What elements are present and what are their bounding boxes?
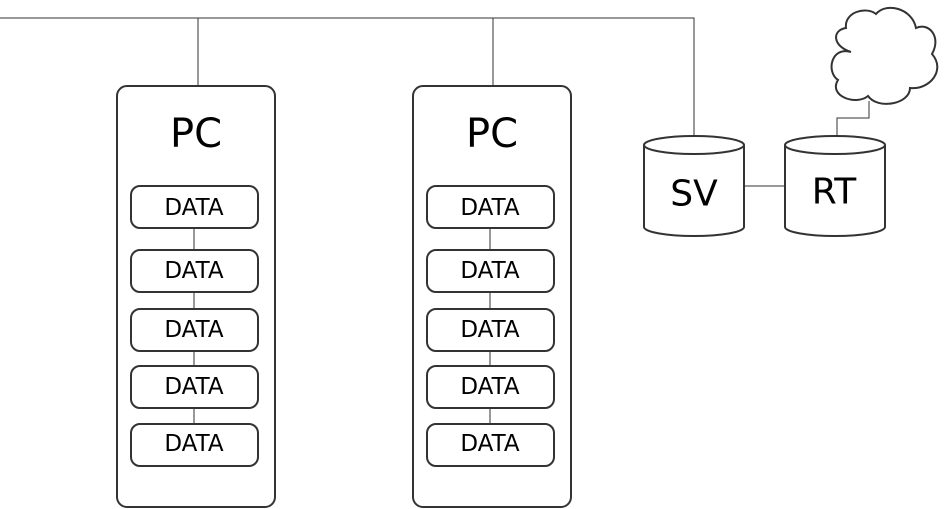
data-label: DATA: [164, 195, 224, 221]
pc-label: PC: [466, 111, 518, 157]
data-block-frame: [130, 249, 259, 293]
connection-lines: [0, 17, 870, 187]
data-block[interactable]: DATA: [426, 365, 555, 409]
server-node[interactable]: SV: [643, 135, 745, 237]
data-label: DATA: [460, 258, 520, 284]
data-label: DATA: [460, 317, 520, 343]
server-label: SV: [670, 174, 718, 215]
backbone-line: [0, 17, 695, 136]
data-block-frame: [426, 423, 555, 467]
data-block-frame: [426, 249, 555, 293]
pc-node-2[interactable]: PC DATA DATA DATA DATA DATA: [412, 85, 572, 508]
data-label: DATA: [164, 317, 224, 343]
data-label: DATA: [164, 374, 224, 400]
router-label: RT: [812, 172, 857, 213]
data-block[interactable]: DATA: [426, 423, 555, 467]
data-block-frame: [130, 185, 259, 229]
server-cylinder-rim: [643, 144, 745, 155]
data-block[interactable]: DATA: [130, 249, 259, 293]
data-block[interactable]: DATA: [130, 185, 259, 229]
router-node[interactable]: RT: [784, 135, 886, 237]
pc-node-1[interactable]: PC DATA DATA DATA DATA DATA: [116, 85, 276, 508]
data-label: DATA: [460, 374, 520, 400]
server-cylinder-body: [643, 135, 745, 237]
data-block[interactable]: DATA: [426, 249, 555, 293]
data-label: DATA: [460, 195, 520, 221]
data-block[interactable]: DATA: [130, 423, 259, 467]
data-label: DATA: [460, 431, 520, 457]
router-cylinder-body: [784, 135, 886, 237]
data-block-frame: [426, 365, 555, 409]
pc-label: PC: [170, 111, 222, 157]
data-block-frame: [130, 308, 259, 352]
data-block[interactable]: DATA: [426, 308, 555, 352]
data-block-frame: [130, 365, 259, 409]
data-block-frame: [130, 423, 259, 467]
data-block[interactable]: DATA: [130, 365, 259, 409]
data-block[interactable]: DATA: [130, 308, 259, 352]
cloud-icon: [830, 6, 939, 105]
data-label: DATA: [164, 431, 224, 457]
router-cylinder-rim: [784, 144, 886, 155]
cloud-shape: [830, 6, 939, 105]
router-cloud-link: [836, 101, 870, 136]
data-block-frame: [426, 185, 555, 229]
data-block-frame: [426, 308, 555, 352]
data-label: DATA: [164, 258, 224, 284]
data-block[interactable]: DATA: [426, 185, 555, 229]
